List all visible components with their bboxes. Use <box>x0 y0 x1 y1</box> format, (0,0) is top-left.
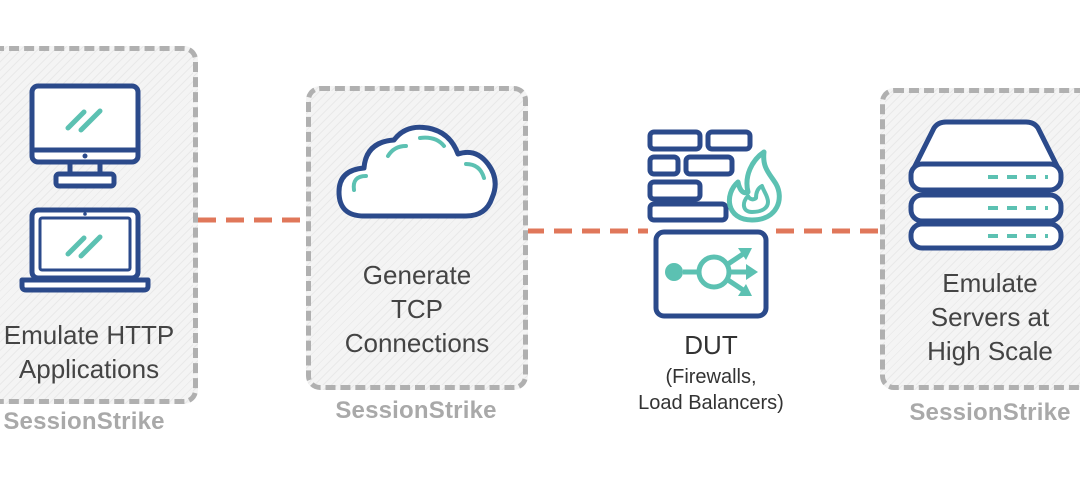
dut-title: DUT <box>684 330 738 360</box>
tcp-label-line1: Generate <box>362 260 472 290</box>
client-label-line2: Applications <box>18 354 160 384</box>
tcp-label-line2: TCP <box>391 294 443 324</box>
tcp-brand: SessionStrike <box>335 397 497 424</box>
server-label-line2: Servers at <box>930 302 1050 332</box>
tcp-label: Generate TCP Connections <box>306 258 528 360</box>
server-label-line3: High Scale <box>927 336 1053 366</box>
client-label: Emulate HTTP Applications <box>0 318 204 386</box>
monitor-icon <box>29 83 141 189</box>
server-label: Emulate Servers at High Scale <box>880 266 1080 368</box>
firewall-icon <box>647 129 782 223</box>
laptop-icon <box>19 207 151 293</box>
load-balancer-icon <box>653 229 769 319</box>
server-label-line1: Emulate <box>942 268 1038 298</box>
server-brand: SessionStrike <box>909 399 1071 426</box>
dut-subtitle-line1: (Firewalls, <box>665 366 757 388</box>
client-brand: SessionStrike <box>3 408 165 435</box>
server-stack-icon <box>908 119 1064 251</box>
cloud-icon <box>336 124 498 219</box>
tcp-label-line3: Connections <box>344 328 490 358</box>
dut-subtitle-line2: Load Balancers) <box>638 392 784 414</box>
client-label-line1: Emulate HTTP <box>3 320 175 350</box>
dut-subtitle: (Firewalls, Load Balancers) <box>591 364 831 416</box>
